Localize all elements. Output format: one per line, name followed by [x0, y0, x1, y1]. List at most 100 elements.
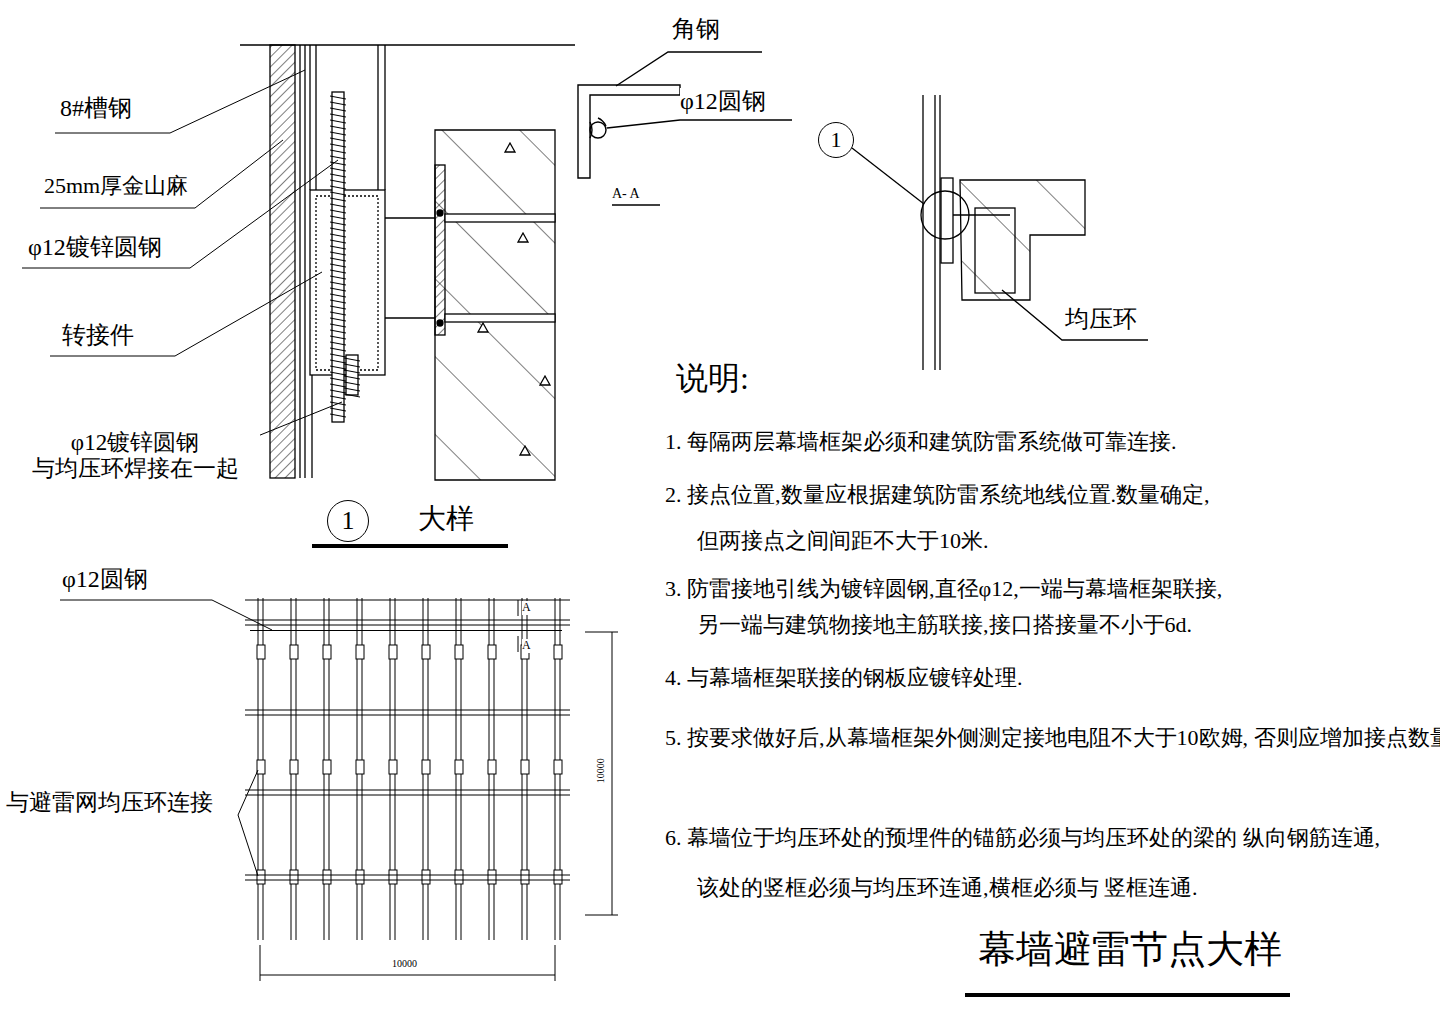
thread-ticks — [330, 294, 346, 297]
floor-section — [852, 95, 1148, 370]
curtain-wall-elevation — [323, 598, 331, 940]
part-label: 转接件 — [62, 322, 134, 350]
title-underline — [312, 544, 508, 548]
curtain-wall-elevation — [356, 645, 364, 659]
detail-section — [385, 317, 435, 318]
curtain-wall-elevation — [245, 880, 570, 881]
thread-ticks — [330, 306, 346, 309]
thread-ticks — [344, 358, 360, 361]
curtain-wall-elevation — [257, 760, 265, 774]
part-label: A — [522, 639, 531, 653]
detail-section — [385, 217, 435, 218]
elevation-leaders — [60, 600, 272, 630]
part-label: 大样 — [418, 503, 474, 535]
curtain-wall-elevation — [245, 710, 570, 711]
elevation-leaders — [260, 945, 261, 981]
curtain-wall-elevation — [356, 598, 364, 940]
thread-ticks — [330, 96, 346, 99]
part-label: φ12镀锌圆钢 — [28, 234, 162, 262]
curtain-wall-elevation — [245, 795, 570, 796]
elevation-leaders — [238, 770, 258, 815]
thread-ticks — [330, 258, 346, 261]
title-underline — [312, 544, 1290, 997]
thread-ticks — [330, 204, 346, 207]
part-label: φ12圆钢 — [680, 88, 766, 116]
thread-ticks — [330, 318, 346, 321]
angle-steel-section — [607, 120, 792, 128]
curtain-wall-elevation — [257, 870, 265, 884]
curtain-wall-elevation — [245, 875, 570, 876]
note-text: 6. 幕墙位于均压环处的预埋件的锚筋必须与均压环处的梁的 纵向钢筋连通,该处的竖… — [665, 813, 1440, 913]
elevation-leaders — [585, 632, 618, 633]
thread-ticks — [330, 408, 346, 411]
detail-section — [316, 196, 378, 370]
thread-ticks — [330, 156, 346, 159]
curtain-wall-elevation — [521, 870, 529, 884]
thread-ticks — [344, 394, 360, 397]
thread-ticks — [330, 342, 346, 345]
curtain-wall-elevation — [245, 790, 570, 791]
curtain-wall-elevation — [422, 645, 430, 659]
detail-section — [240, 45, 575, 480]
thread-ticks — [330, 246, 346, 249]
part-label: 10000 — [595, 758, 607, 783]
note-text: 5. 按要求做好后,从幕墙框架外侧测定接地电阻不大于10欧姆, 否则应增加接点数… — [665, 716, 1440, 760]
thread-ticks — [330, 282, 346, 285]
curtain-wall-elevation — [290, 870, 298, 884]
thread-ticks — [330, 324, 346, 327]
curtain-wall-elevation — [488, 760, 496, 774]
thread-ticks — [330, 270, 346, 273]
thread-ticks — [330, 348, 346, 351]
elevation-leaders — [238, 815, 258, 876]
angle-steel-section — [612, 204, 660, 205]
detail-section — [445, 314, 555, 322]
thread-ticks — [330, 372, 346, 375]
detail-section — [270, 45, 295, 478]
thread-ticks — [330, 138, 346, 141]
part-label: A- A — [612, 186, 640, 202]
part-label: 8#槽钢 — [60, 95, 132, 123]
detail-section — [299, 45, 300, 478]
thread-ticks — [344, 382, 360, 385]
curtain-wall-elevation — [455, 645, 463, 659]
curtain-wall-elevation — [257, 598, 265, 940]
curtain-wall-elevation — [455, 598, 463, 940]
callout-circle: 1 — [327, 500, 369, 542]
detail-section — [445, 214, 555, 222]
detail-section — [437, 320, 443, 326]
thread-ticks — [344, 376, 360, 379]
note-text: 3. 防雷接地引线为镀锌圆钢,直径φ12,一端与幕墙框架联接, 另一端与建筑物接… — [665, 571, 1440, 643]
thread-ticks — [330, 228, 346, 231]
thread-ticks — [330, 276, 346, 279]
part-label: φ12圆钢 — [62, 566, 148, 594]
part-label: 25mm厚金山麻 — [44, 173, 188, 198]
part-label: 均压环 — [1065, 306, 1137, 334]
note-text: 1. 每隔两层幕墙框架必须和建筑防雷系统做可靠连接. — [665, 424, 1440, 460]
thread-ticks — [330, 264, 346, 267]
part-label: 10000 — [392, 958, 417, 970]
thread-ticks — [330, 96, 360, 417]
thread-ticks — [330, 150, 346, 153]
curtain-wall-elevation — [245, 715, 570, 716]
curtain-wall-elevation — [554, 598, 562, 940]
detail-section — [478, 143, 550, 455]
curtain-wall-elevation — [455, 870, 463, 884]
curtain-wall-elevation — [422, 760, 430, 774]
drawing-title: 幕墙避雷节点大样 — [978, 928, 1282, 972]
thread-ticks — [330, 396, 346, 399]
curtain-wall-elevation — [455, 760, 463, 774]
detail-section — [435, 165, 445, 335]
note-text: 2. 接点位置,数量应根据建筑防雷系统地线位置.数量确定, 但两接点之间间距不大… — [665, 472, 1440, 564]
thread-ticks — [330, 144, 346, 147]
curtain-wall-elevation — [245, 598, 570, 940]
detail-section — [384, 45, 385, 190]
thread-ticks — [330, 222, 346, 225]
curtain-wall-elevation — [323, 645, 331, 659]
thread-ticks — [344, 370, 360, 373]
curtain-wall-elevation — [521, 760, 529, 774]
thread-ticks — [330, 126, 346, 129]
elevation-leaders — [518, 636, 519, 652]
thread-ticks — [330, 360, 346, 363]
leader-line — [50, 272, 322, 356]
